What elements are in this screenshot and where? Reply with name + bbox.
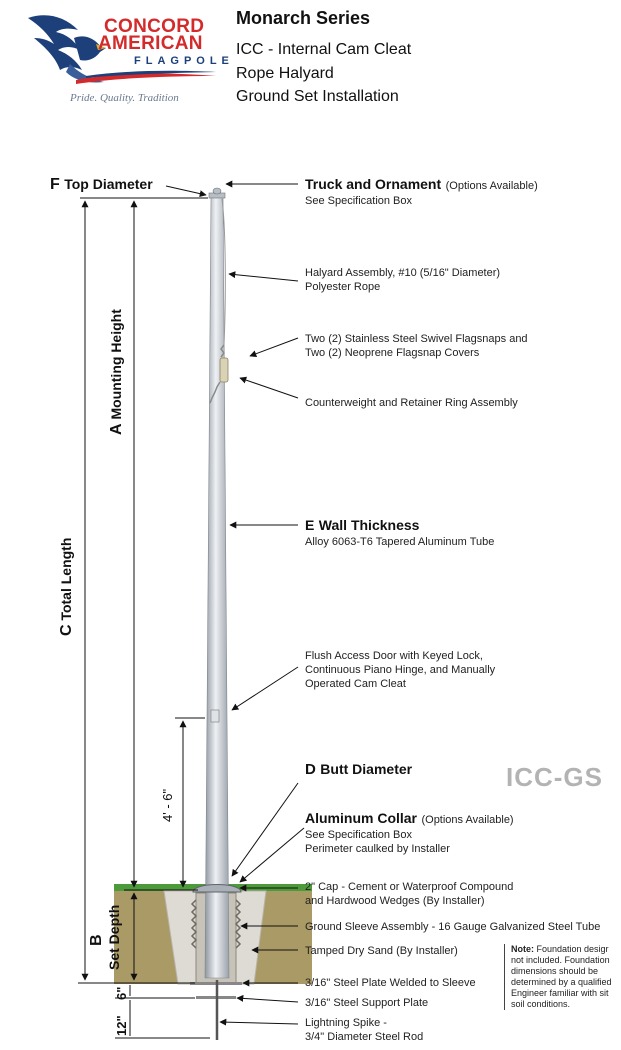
header-line-1: ICC - Internal Cam Cleat [236, 41, 412, 58]
label-c-text: Total Length [58, 537, 74, 621]
callout-truck-options: (Options Available) [445, 180, 538, 192]
arrow-collar [239, 827, 305, 883]
header-line-2: Rope Halyard [236, 65, 334, 82]
label-f-text: Top Diameter [64, 176, 153, 192]
note-line-4: determined by a qualified [511, 977, 612, 987]
arrow-spike [219, 1018, 299, 1026]
callout-cap-line2: and Hardwood Wedges (By Installer) [305, 895, 485, 907]
logo-swoosh [76, 70, 216, 84]
arrow-door [231, 666, 299, 711]
access-door [210, 709, 220, 723]
callout-truck-title: Truck and Ornament [305, 176, 442, 192]
aluminum-collar [192, 884, 242, 893]
brand-flagpole: FLAGPOLE [134, 55, 234, 67]
callout-cap: 2" Cap - Cement or Waterproof Compound a… [305, 880, 513, 908]
callout-truck-sub: See Specification Box [305, 195, 413, 207]
note-line-1: Foundation desigr [534, 944, 609, 954]
callout-halyard: Halyard Assembly, #10 (5/16" Diameter) P… [305, 266, 500, 294]
model-code: ICC-GS [506, 762, 603, 792]
callout-wall-thickness: E Wall Thickness Alloy 6063-T6 Tapered A… [305, 517, 494, 549]
callout-access-door: Flush Access Door with Keyed Lock, Conti… [305, 649, 495, 691]
counterweight [219, 357, 229, 383]
label-top-diameter: F Top Diameter [50, 176, 153, 194]
callout-spike-line1: Lightning Spike - [305, 1017, 387, 1029]
callout-collar: Aluminum Collar (Options Available) See … [305, 810, 514, 856]
label-set-depth: Set Depth [106, 904, 122, 970]
sleeve-corrugation [190, 899, 242, 949]
callout-door-line2: Continuous Piano Hinge, and Manually [305, 664, 496, 676]
label-12in: 12" [114, 1015, 129, 1036]
callout-wall-title: Wall Thickness [318, 517, 420, 533]
callout-flagsnaps-line2: Two (2) Neoprene Flagsnap Covers [305, 347, 480, 359]
callout-butt-letter: D [305, 761, 316, 778]
callout-ground-sleeve: Ground Sleeve Assembly - 16 Gauge Galvan… [305, 921, 601, 933]
arrow-butt [231, 782, 299, 877]
callout-butt-title: Butt Diameter [320, 761, 413, 777]
label-f-letter: F [50, 176, 60, 193]
brand-tagline: Pride. Quality. Tradition [70, 92, 179, 104]
foundation-note: Note: Foundation desigr not included. Fo… [504, 944, 621, 1010]
callout-door-line3: Operated Cam Cleat [305, 678, 406, 690]
callout-cap-line1: 2" Cap - Cement or Waterproof Compound [305, 881, 514, 893]
callout-collar-sub1: See Specification Box [305, 829, 413, 841]
note-line-2: not included. Foundation [511, 955, 610, 965]
label-c-letter: C [58, 624, 75, 636]
page-title: Monarch Series [236, 8, 371, 28]
callout-halyard-line1: Halyard Assembly, #10 (5/16" Diameter) [305, 267, 501, 279]
arrow-counterweight [239, 376, 299, 399]
ornament-ball [212, 187, 222, 195]
note-line-3: dimensions should be [511, 966, 599, 976]
arrow-snaps [249, 337, 299, 358]
callout-butt-diameter: D Butt Diameter [305, 761, 412, 779]
callout-spike-line2: 3/4" Diameter Steel Rod [305, 1031, 424, 1043]
callout-collar-options: (Options Available) [421, 814, 514, 826]
halyard-rope [221, 198, 226, 346]
arrow-f [165, 185, 207, 198]
callout-door-line1: Flush Access Door with Keyed Lock, [305, 650, 483, 662]
header-line-3: Ground Set Installation [236, 88, 399, 105]
logo: CONCORD AMERICAN FLAGPOLE Pride. Quality… [26, 8, 229, 106]
label-6in: 6" [114, 986, 129, 1000]
label-mounting-height: A Mounting Height [108, 309, 126, 435]
callout-counterweight: Counterweight and Retainer Ring Assembly [305, 397, 518, 409]
callout-collar-sub2: Perimeter caulked by Installer [305, 843, 450, 855]
note-line-5: Engineer familiar with sit [511, 988, 609, 998]
eagle-icon [28, 15, 106, 83]
callout-lightning-spike: Lightning Spike - 3/4" Diameter Steel Ro… [305, 1016, 423, 1044]
callout-flagsnaps: Two (2) Stainless Steel Swivel Flagsnaps… [305, 332, 528, 360]
callout-plate-welded: 3/16" Steel Plate Welded to Sleeve [305, 977, 476, 989]
label-total-length: C Total Length [58, 538, 76, 636]
brand-american: AMERICAN [98, 33, 203, 54]
note-label: Note: [511, 944, 534, 954]
flagsnap-chain [209, 344, 225, 404]
callout-collar-title: Aluminum Collar [305, 810, 418, 826]
brand-concord: CONCORD [104, 16, 205, 37]
callout-wall-letter: E [305, 517, 315, 533]
callout-plate-support: 3/16" Steel Support Plate [305, 997, 429, 1009]
label-door-height: 4' - 6" [160, 788, 175, 822]
callout-wall-sub: Alloy 6063-T6 Tapered Aluminum Tube [305, 536, 495, 548]
arrow-plate-support [236, 994, 299, 1003]
callout-dry-sand: Tamped Dry Sand (By Installer) [305, 945, 458, 957]
callout-flagsnaps-line1: Two (2) Stainless Steel Swivel Flagsnaps… [305, 333, 528, 345]
callout-halyard-line2: Polyester Rope [305, 281, 381, 293]
label-a-text: Mounting Height [108, 309, 124, 420]
note-line-6: soil conditions. [511, 999, 571, 1009]
arrow-halyard [228, 271, 299, 282]
callout-truck: Truck and Ornament (Options Available) S… [305, 176, 538, 208]
label-b-letter: B [88, 934, 105, 946]
label-a-letter: A [108, 423, 125, 435]
